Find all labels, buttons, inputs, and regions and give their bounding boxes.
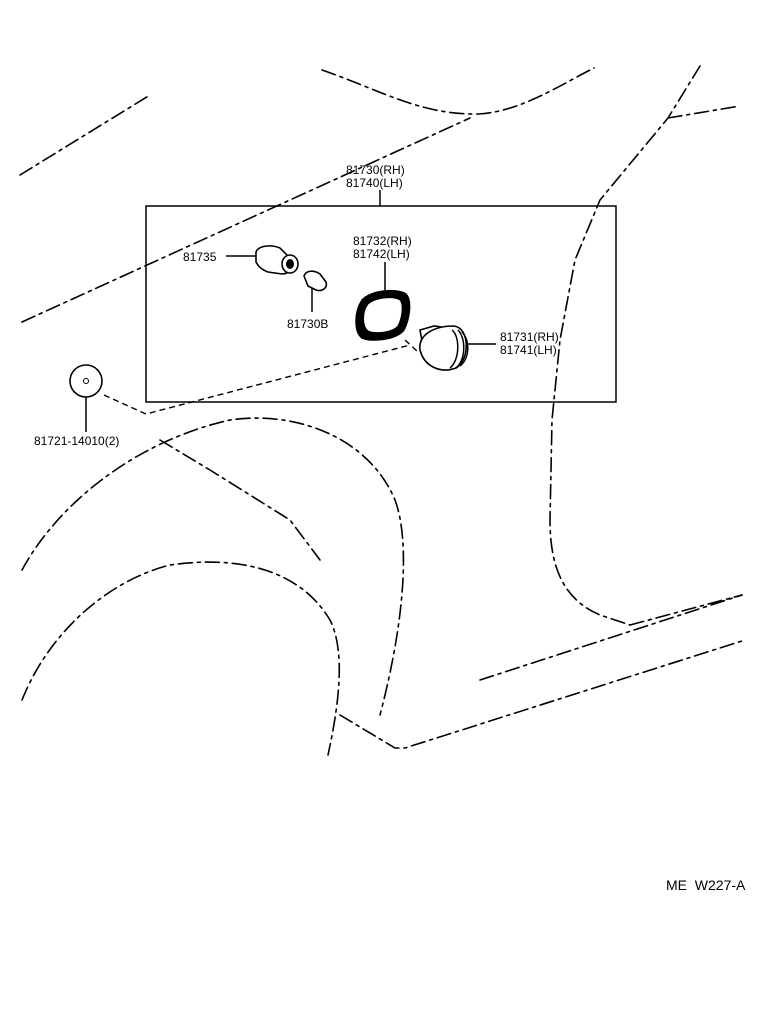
body-outline (19, 65, 746, 756)
roof-line (19, 94, 151, 176)
window-line-upper (321, 67, 595, 115)
label-socket: 81735 (183, 250, 217, 264)
label-bulb: 81730B (287, 317, 328, 331)
door-bottom-line (629, 594, 743, 626)
fender-crease (159, 439, 321, 561)
label-assembly-lh: 81740(LH) (346, 176, 403, 190)
clip-part (69, 364, 103, 432)
assembly-box (145, 205, 617, 403)
fender-arch-inner (21, 561, 341, 756)
beltline (667, 105, 741, 119)
label-assembly-rh: 81730(RH) (346, 163, 405, 177)
label-gasket-lh: 81742(LH) (353, 247, 410, 261)
reference-code: ME W227-A (666, 877, 746, 893)
label-lens-rh: 81731(RH) (500, 330, 559, 344)
fender-arch-outer (21, 417, 405, 716)
label-gasket-rh: 81732(RH) (353, 234, 412, 248)
socket-part (226, 245, 299, 275)
label-lens-lh: 81741(LH) (500, 343, 557, 357)
install-guide-2 (404, 339, 419, 353)
gasket-part (355, 262, 411, 341)
lens-part (419, 325, 496, 371)
install-guide (103, 344, 411, 415)
rocker-upper-line (479, 594, 743, 681)
window-line-lower (21, 117, 471, 323)
label-clip: 81721-14010(2) (34, 434, 119, 448)
bulb-part (303, 270, 328, 312)
rocker-line (339, 639, 746, 749)
door-pillar-line (549, 65, 701, 626)
